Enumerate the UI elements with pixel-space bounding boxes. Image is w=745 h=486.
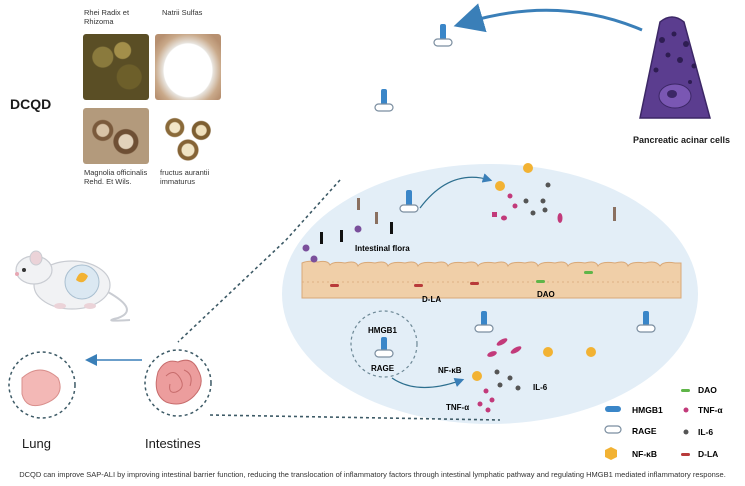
rage-circle-label: RAGE xyxy=(371,364,395,373)
legend: HMGB1 RAGE NF-κB DAO TNF-α IL-6 D-LA xyxy=(604,385,723,460)
lung-label: Lung xyxy=(22,436,51,451)
legend-hmgb1-label: HMGB1 xyxy=(632,405,663,415)
hmgb1-circle-label: HMGB1 xyxy=(368,326,397,335)
dao-label: DAO xyxy=(537,290,555,299)
figure-caption: DCQD can improve SAP-ALI by improving in… xyxy=(19,470,726,479)
legend-dla-label: D-LA xyxy=(698,449,718,459)
lymph-connection-bottom xyxy=(209,414,501,421)
intestines-icon xyxy=(155,359,202,405)
villi-band xyxy=(301,260,682,299)
legend-rage-label: RAGE xyxy=(632,426,657,436)
legend-nfkb-label: NF-κB xyxy=(632,449,657,459)
dao-marker xyxy=(584,271,593,274)
dla-marker xyxy=(414,284,423,287)
legend-il6-label: IL-6 xyxy=(698,427,713,437)
hmgb1-rage-icon xyxy=(399,190,419,213)
tnfa-label: TNF-α xyxy=(446,403,469,412)
release-arrow xyxy=(453,3,643,33)
legend-tnfa-swatch xyxy=(683,407,689,413)
legend-nfkb-swatch xyxy=(605,447,617,460)
hmgb1-rage-icon xyxy=(374,89,394,112)
nfkb-label: NF-κB xyxy=(438,366,462,375)
legend-dao-label: DAO xyxy=(698,385,717,395)
activation-arrow-top xyxy=(419,173,493,209)
hmgb1-rage-icon xyxy=(433,24,453,47)
hmgb1-rage-icon xyxy=(636,311,656,333)
natrii-photo xyxy=(155,34,221,100)
cytokine-cluster-top xyxy=(492,163,563,223)
legend-il6-swatch xyxy=(683,429,689,435)
mouse-icon xyxy=(15,250,131,322)
magnolia-photo xyxy=(83,108,149,164)
acinar-cell-icon xyxy=(639,16,711,119)
aurantii-photo xyxy=(155,108,221,164)
flora-label: Intestinal flora xyxy=(355,244,410,253)
hmgb1-rage-icon xyxy=(474,311,494,333)
pancreas-label: Pancreatic acinar cells xyxy=(633,135,730,145)
lymph-connection-top xyxy=(177,179,341,343)
dao-marker xyxy=(536,280,545,283)
hmgb1-rage-icon xyxy=(374,337,394,358)
intestines-label: Intestines xyxy=(145,436,201,451)
cytokine-cluster-bottom xyxy=(472,338,596,413)
dla-label: D-LA xyxy=(422,295,441,304)
legend-hmgb1-swatch xyxy=(605,406,621,412)
legend-rage-swatch xyxy=(604,425,622,434)
intestinal-flora-icon xyxy=(302,198,616,263)
diagram-title: DCQD xyxy=(10,96,52,112)
legend-dla-swatch xyxy=(681,453,690,456)
legend-dao-swatch xyxy=(681,389,690,392)
herb-label-natrii: Natrii Sulfas xyxy=(162,8,203,17)
activation-arrow-bottom xyxy=(391,377,465,389)
lung-icon xyxy=(21,369,61,407)
legend-tnfa-label: TNF-α xyxy=(698,405,723,415)
receptor-circle xyxy=(350,310,418,378)
rhei-photo xyxy=(83,34,149,100)
il6-label: IL-6 xyxy=(533,383,548,392)
dla-marker xyxy=(330,284,339,287)
dla-marker xyxy=(470,282,479,285)
